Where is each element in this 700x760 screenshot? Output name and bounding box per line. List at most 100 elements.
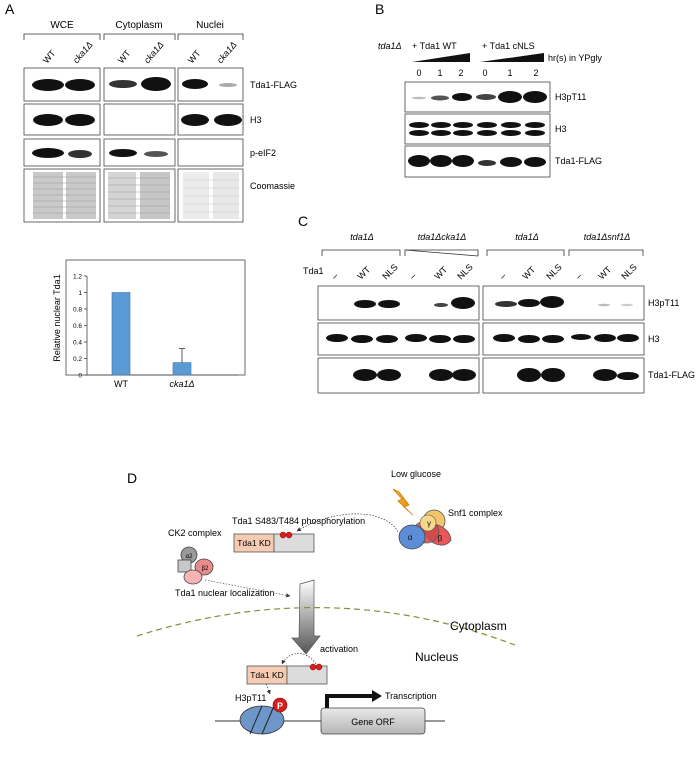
ck2-complex-icon: α2 β2: [177, 546, 214, 585]
row-label-tda1-flag: Tda1-FLAG: [555, 156, 602, 166]
coomassie-lanes: [33, 172, 239, 219]
time-label: 2: [458, 68, 463, 78]
band: [431, 122, 451, 128]
lane-label: –: [329, 271, 340, 282]
band: [517, 368, 541, 382]
phospho-site: [279, 531, 287, 539]
tda1-row-label: Tda1: [303, 266, 324, 276]
gene-orf-label: Gene ORF: [351, 717, 395, 727]
y-tick-label: 0.8: [73, 307, 82, 314]
y-tick-label: 0: [78, 373, 82, 380]
x-tick-label: WT: [114, 379, 128, 389]
band: [429, 335, 451, 343]
phospho-site: [309, 663, 317, 671]
activation-label: activation: [320, 644, 358, 654]
translocation-arrow: [291, 579, 321, 655]
panel-d-label: D: [127, 470, 137, 486]
y-axis-label: Relative nuclear Tda1: [52, 274, 62, 361]
y-tick-label: 1.2: [73, 274, 82, 281]
beta-label: β: [438, 534, 443, 543]
band: [523, 91, 547, 103]
band: [405, 334, 427, 342]
transcription-arrowhead: [372, 690, 382, 702]
band: [594, 334, 616, 342]
h3pt11-label: H3pT11: [235, 693, 266, 703]
band: [377, 369, 401, 381]
group-nuclei-label: Nuclei: [196, 20, 224, 31]
band: [541, 368, 565, 382]
lane-label: WT: [41, 48, 58, 66]
time-label: 2: [533, 68, 538, 78]
band: [326, 334, 348, 342]
band: [571, 334, 591, 340]
nucleosome-icon: P: [239, 697, 288, 735]
chart-frame: [65, 259, 246, 376]
band: [477, 122, 497, 128]
band: [409, 122, 429, 128]
bar: [172, 362, 192, 376]
band: [525, 130, 545, 136]
lane-label: –: [497, 271, 508, 282]
time-wedge: [412, 53, 470, 62]
row-label-h3: H3: [250, 115, 262, 125]
band: [434, 303, 448, 307]
time-label: 1: [437, 68, 442, 78]
band: [376, 335, 398, 343]
band: [617, 334, 639, 342]
transcription-label: Transcription: [385, 691, 437, 701]
band: [501, 130, 521, 136]
band: [430, 155, 452, 167]
band: [109, 80, 137, 88]
panel-b: B tda1Δ + Tda1 WT + Tda1 cNLS 0 1 2 0 1 …: [375, 1, 602, 178]
band: [32, 148, 64, 158]
band: [476, 94, 496, 100]
western-bands: [408, 91, 547, 167]
band: [409, 130, 429, 136]
band: [451, 297, 475, 309]
band: [621, 303, 633, 307]
group-bracket: [23, 33, 101, 40]
band: [477, 130, 497, 136]
nuclear-localization-label: Tda1 nuclear localization: [175, 588, 275, 598]
band: [453, 335, 475, 343]
lane-label: WT: [520, 264, 537, 281]
band: [33, 114, 63, 126]
localization-arrow: [204, 579, 291, 598]
time-wedge: [480, 53, 544, 62]
beta2-label: β2: [202, 566, 209, 572]
y-tick-label: 0.4: [73, 340, 82, 347]
panel-a-label: A: [5, 1, 15, 17]
band: [518, 335, 540, 343]
time-label: 0: [416, 68, 421, 78]
band: [144, 151, 168, 157]
row-label-h3pt11: H3pT11: [555, 92, 586, 102]
group-brackets: [321, 249, 644, 257]
phospho-site: [315, 663, 323, 671]
strain-label: tda1Δcka1Δ: [418, 232, 467, 242]
lane-label: WT: [186, 48, 203, 66]
bar: [111, 292, 131, 376]
tda1-kd-label: Tda1 KD: [250, 670, 284, 680]
band: [500, 157, 522, 167]
lane-label: cka1Δ: [71, 40, 95, 66]
panel-c: C tda1Δ tda1Δcka1Δ tda1Δ tda1Δsnf1Δ Tda1…: [298, 213, 695, 394]
band: [32, 79, 64, 91]
band: [214, 114, 242, 126]
phosphorylation-label: Tda1 S483/T484 phosphorylation: [232, 516, 365, 526]
band: [65, 79, 95, 91]
lane-label: WT: [432, 264, 449, 281]
band: [354, 300, 376, 308]
lane-label: NLS: [544, 262, 563, 281]
band: [219, 83, 237, 87]
band: [617, 372, 639, 380]
band: [598, 303, 610, 307]
strain-label: tda1Δ: [350, 232, 374, 242]
lane-label: WT: [596, 264, 613, 281]
panel-b-label: B: [375, 1, 384, 17]
band: [518, 299, 540, 307]
group-cytoplasm-label: Cytoplasm: [115, 20, 162, 31]
group-bracket: [103, 33, 176, 40]
y-tick-label: 1: [78, 290, 82, 297]
tda1-kd-label: Tda1 KD: [237, 538, 271, 548]
